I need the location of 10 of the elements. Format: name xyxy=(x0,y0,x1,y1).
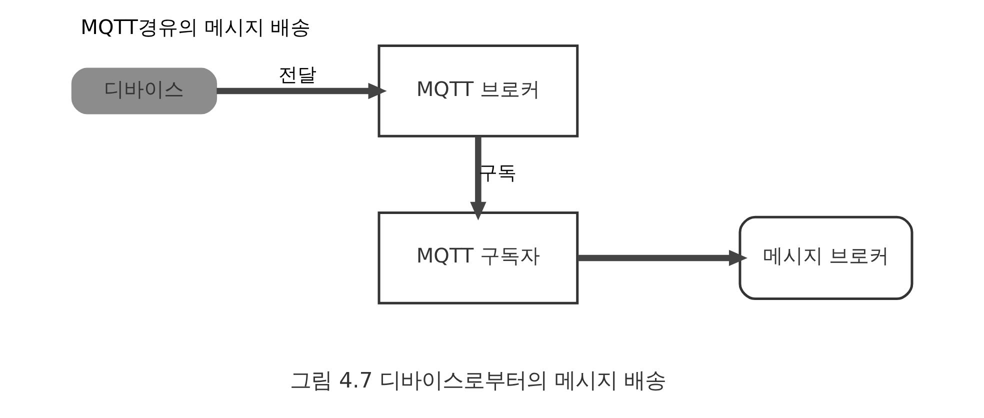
node-box: MQTT 브로커 xyxy=(378,44,579,138)
arrow xyxy=(216,82,387,100)
edge-label: 전달 xyxy=(278,64,317,86)
node-box: 메시지 브로커 xyxy=(738,216,914,300)
node-box: 디바이스 xyxy=(71,68,218,114)
arrow xyxy=(578,250,748,266)
node-box: MQTT 구독자 xyxy=(378,212,579,304)
caption: 그림 4.7 디바이스로부터의 메시지 배송 xyxy=(290,368,666,394)
diagram-title: MQTT경유의 메시지 배송 xyxy=(80,15,311,40)
arrow xyxy=(470,136,486,220)
